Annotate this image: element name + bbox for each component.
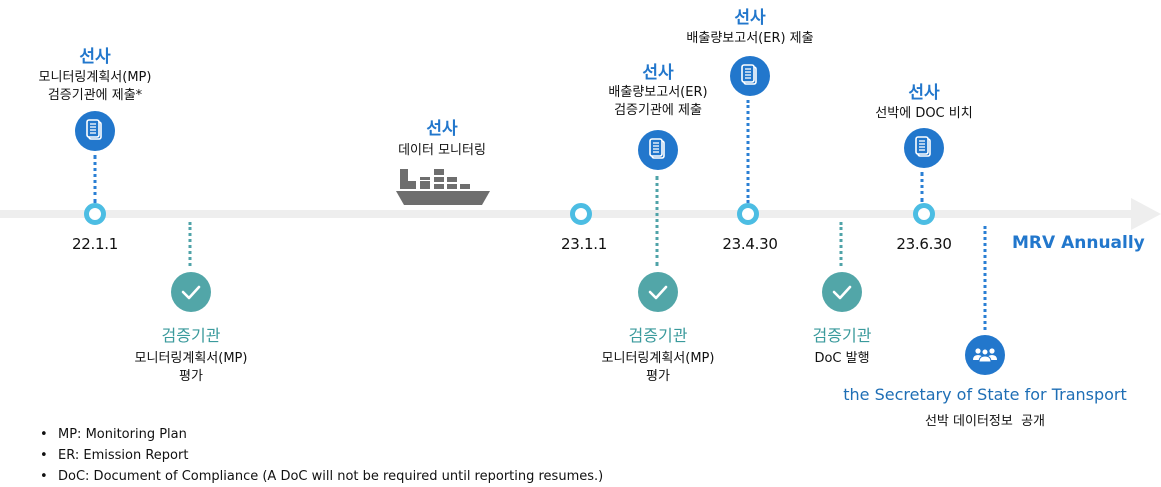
description-line: 모니터링계획서(MP) [134,351,248,366]
actor-label: 선사 [79,47,111,67]
description-line: 모니터링계획서(MP) [601,351,715,366]
date-label: 23.4.30 [722,235,778,253]
description-line: 배출량보고서(ER) [608,85,708,100]
date-label: 23.6.30 [896,235,952,253]
check-icon [638,272,678,312]
document-icon [638,130,678,170]
event-description: 모니터링계획서(MP) 검증기관에 제출* [39,69,152,105]
document-icon [75,111,115,151]
document-icon [904,128,944,168]
event-description: 선박에 DOC 비치 [875,105,972,123]
description-line: DoC 발행 [814,351,870,366]
people-icon [965,335,1005,375]
event-description: 배출량보고서(ER) 제출 [686,30,813,48]
actor-label: 검증기관 [628,326,688,345]
connector-dots [983,226,987,330]
description-line: 평가 [179,369,203,384]
footnote-list: MP: Monitoring Plan ER: Emission Report … [40,424,603,487]
mrv-annually-label: MRV Annually [1012,233,1145,253]
description-line: 선박에 DOC 비치 [875,106,973,121]
timeline-node-22-1-1 [84,203,106,225]
event-description: 모니터링계획서(MP) 평가 [135,350,248,386]
footnote-item: ER: Emission Report [40,445,603,466]
connector-dots [188,222,192,266]
connector-dots [920,172,924,202]
actor-label: 선사 [734,8,766,28]
connector-dots [655,176,659,266]
event-description: 선박 데이터정보 공개 [925,413,1045,431]
actor-label: 검증기관 [812,326,872,345]
footnote-item: MP: Monitoring Plan [40,424,603,445]
actor-label: 선사 [642,63,674,83]
connector-dots [746,100,750,203]
event-description: DoC 발행 [814,350,869,368]
connector-dots [93,155,97,203]
timeline-node-23-4-30 [737,203,759,225]
actor-label: 선사 [426,119,458,139]
description-line: 모니터링계획서(MP) [38,70,152,85]
timeline-arrow-icon [1131,198,1161,230]
authority-label: the Secretary of State for Transport [843,385,1127,404]
event-description: 모니터링계획서(MP) 평가 [602,350,715,386]
timeline-node-23-6-30 [913,203,935,225]
actor-label: 검증기관 [161,326,221,345]
ship-icon [396,169,490,205]
date-label: 23.1.1 [561,235,607,253]
document-icon [730,56,770,96]
actor-label: 선사 [908,83,940,103]
description-line: 검증기관에 제출* [47,88,143,103]
description-line: 평가 [646,369,670,384]
footnote-item: DoC: Document of Compliance (A DoC will … [40,466,603,487]
timeline-axis [0,210,1133,218]
event-description: 배출량보고서(ER) 검증기관에 제출 [608,84,707,120]
description-line: 검증기관에 제출 [614,103,702,118]
connector-dots [839,222,843,266]
description-line: 데이터 모니터링 [398,143,486,158]
date-label: 22.1.1 [72,235,118,253]
timeline-node-23-1-1 [570,203,592,225]
check-icon [822,272,862,312]
description-line: 선박 데이터정보 공개 [924,414,1046,429]
check-icon [171,272,211,312]
event-description: 데이터 모니터링 [398,142,486,160]
description-line: 배출량보고서(ER) 제출 [686,31,814,46]
